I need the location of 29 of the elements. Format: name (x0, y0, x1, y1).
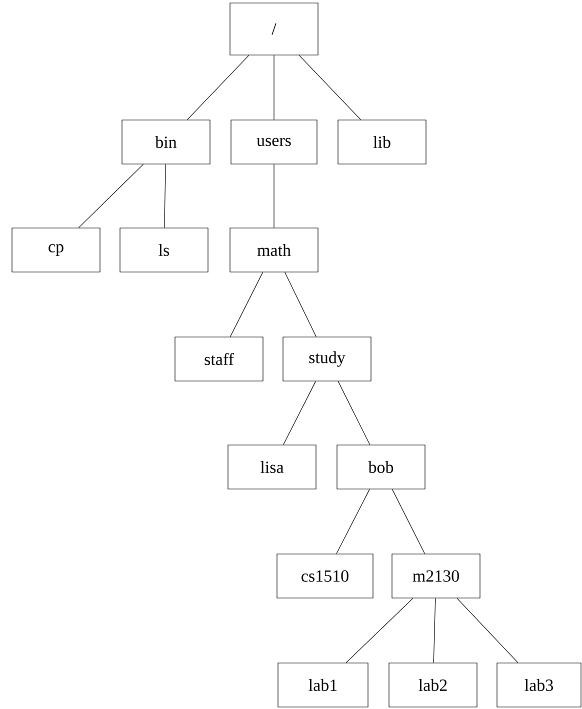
directory-box: m2130 (392, 554, 480, 598)
connector-line (433, 598, 436, 663)
connector-line (164, 164, 166, 228)
directory-box: study (282, 336, 372, 382)
connector-line (392, 489, 426, 554)
directory-box: lib (338, 120, 426, 164)
connector-line (230, 272, 264, 337)
directory-box: / (230, 2, 318, 56)
connector-line (336, 489, 370, 554)
connector-line (456, 598, 518, 663)
directory-box: lab3 (496, 662, 582, 708)
connector-line (186, 55, 250, 120)
directory-box: lisa (228, 444, 316, 490)
connector-line (298, 55, 362, 120)
connector-line (284, 272, 316, 337)
directory-box: cp (12, 228, 100, 272)
directory-box: math (230, 228, 318, 272)
directory-box: bob (336, 444, 426, 490)
directory-box: users (230, 120, 318, 164)
connector-line (283, 381, 316, 445)
connector-line (338, 381, 370, 445)
directory-box: lab2 (388, 662, 478, 708)
directory-box: bin (122, 120, 210, 164)
directory-box: lab1 (278, 662, 368, 708)
connector-line (78, 164, 144, 228)
directory-box: ls (120, 228, 208, 272)
directory-box: staff (174, 336, 264, 382)
directory-box: cs1510 (276, 554, 374, 598)
connector-line (346, 598, 414, 663)
